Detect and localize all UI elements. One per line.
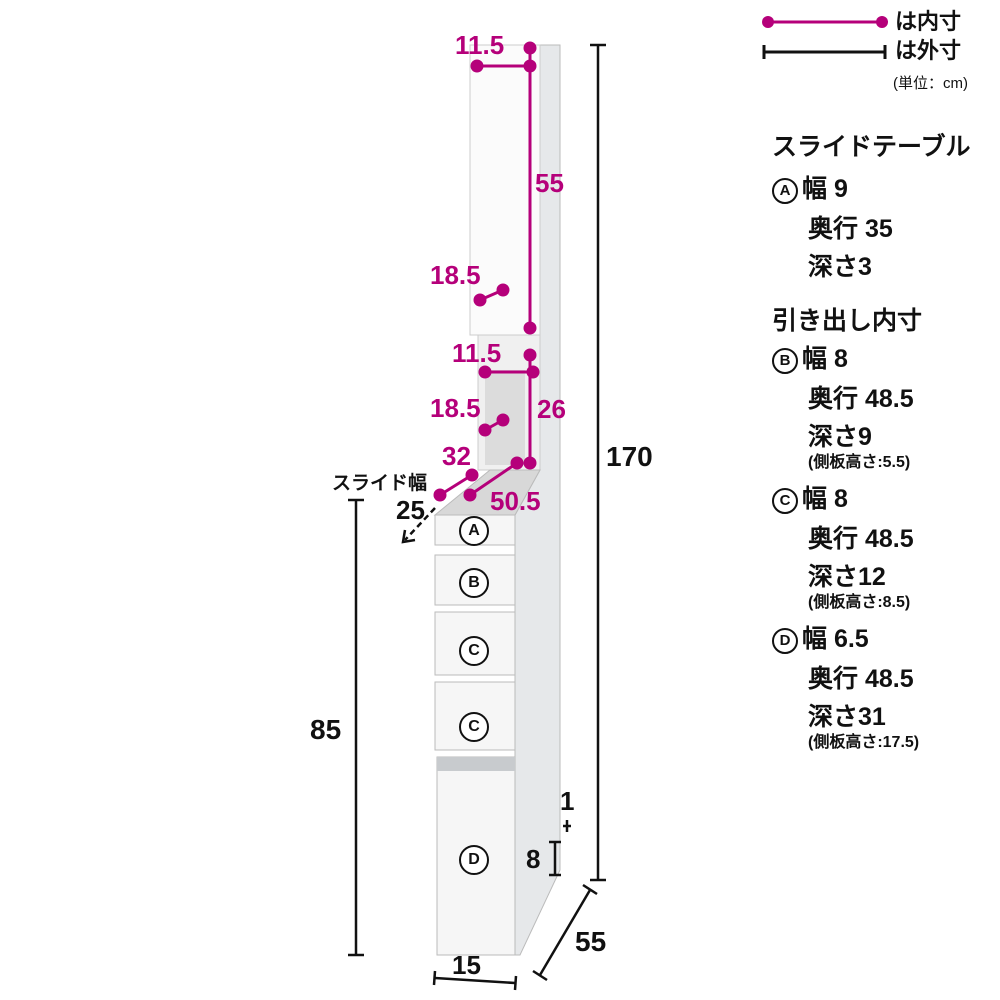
legend-inner-label: は内寸 (895, 9, 962, 34)
d-depth: 奥行 48.5 (808, 665, 914, 693)
dim-handle-height: 8 (526, 844, 541, 874)
dim-shelf-height: 26 (537, 394, 566, 424)
d-width: 幅 6.5 (802, 625, 869, 653)
c-width: 幅 8 (802, 485, 848, 513)
unit-label: (単位：cm) (893, 75, 968, 92)
dim-shelf-width: 11.5 (452, 338, 502, 368)
b-note: (側板高さ:5.5) (808, 454, 911, 471)
slide-width-value: 25 (396, 495, 425, 525)
dim-top-depth: 18.5 (430, 260, 481, 290)
dim-handle-gap: 1 (560, 786, 575, 816)
dim-top-height: 55 (535, 168, 564, 198)
drawer-d-mark: D (459, 845, 489, 875)
d-height: 深さ31 (808, 703, 886, 731)
dim-lower-height: 85 (310, 714, 342, 745)
dim-top-width: 11.5 (455, 30, 505, 60)
dim-depth: 55 (575, 926, 607, 957)
c-depth: 奥行 48.5 (808, 525, 914, 553)
dim-table-width: 32 (442, 441, 471, 471)
mark-c: C (772, 488, 798, 514)
drawer-c2-mark: C (459, 712, 489, 742)
outer-dimension-lines (348, 43, 606, 991)
mark-a: A (772, 178, 798, 204)
inner-dimension-lines (433, 41, 540, 502)
drawer-c1-mark: C (459, 636, 489, 666)
drawer-title: 引き出し内寸 (772, 307, 923, 335)
c-height: 深さ12 (808, 563, 886, 591)
dim-shelf-depth: 18.5 (430, 393, 481, 423)
b-height: 深さ9 (808, 423, 872, 451)
b-width: 幅 8 (802, 345, 848, 373)
drawer-a-mark: A (459, 516, 489, 546)
mark-d: D (772, 628, 798, 654)
b-depth: 奥行 48.5 (808, 385, 914, 413)
a-depth: 奥行 35 (808, 215, 893, 243)
dim-width: 15 (452, 950, 481, 980)
d-note: (側板高さ:17.5) (808, 734, 920, 751)
slide-width-label: スライド幅 (332, 473, 428, 494)
legend-outer-label: は外寸 (895, 38, 962, 63)
dim-total-height: 170 (606, 441, 653, 472)
c-note: (側板高さ:8.5) (808, 594, 911, 611)
legend-lines (762, 16, 888, 59)
table-title: スライドテーブル (772, 133, 971, 161)
dim-table-depth: 50.5 (490, 486, 541, 516)
mark-b: B (772, 348, 798, 374)
drawer-b-mark: B (459, 568, 489, 598)
a-width: 幅 9 (802, 175, 848, 203)
a-height: 深さ3 (808, 253, 872, 281)
